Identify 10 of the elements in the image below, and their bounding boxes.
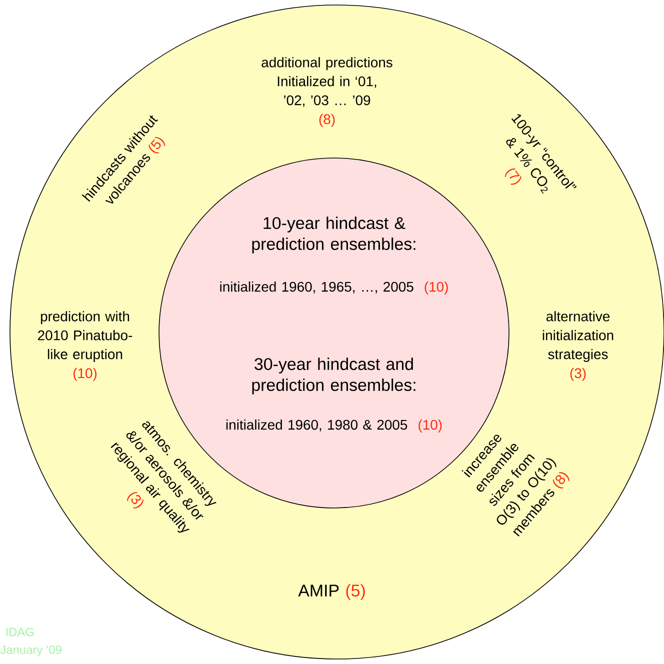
ring-text: additional predictions Initialized in ‘01, ’02, ’03 … ’09 (8)	[262, 57, 392, 127]
ring-text: AMIP (5)	[298, 584, 365, 600]
circle-heading: 10-year hindcast & prediction ensembles:	[252, 216, 416, 254]
circle-text: initialized 1960, 1980 & 2005 (10)	[226, 420, 442, 432]
circle-heading: 30-year hindcast and prediction ensembles:	[252, 358, 416, 394]
footer-note: IDAG	[6, 628, 34, 636]
circle-text: initialized 1960, 1965, …, 2005 (10)	[220, 282, 448, 294]
footer-note: January ’09	[0, 646, 62, 656]
ring-text: prediction with 2010 Pinatubo-like eruption (10)	[38, 311, 132, 381]
ring-text: alternative initialization strategies (3)	[542, 311, 614, 381]
